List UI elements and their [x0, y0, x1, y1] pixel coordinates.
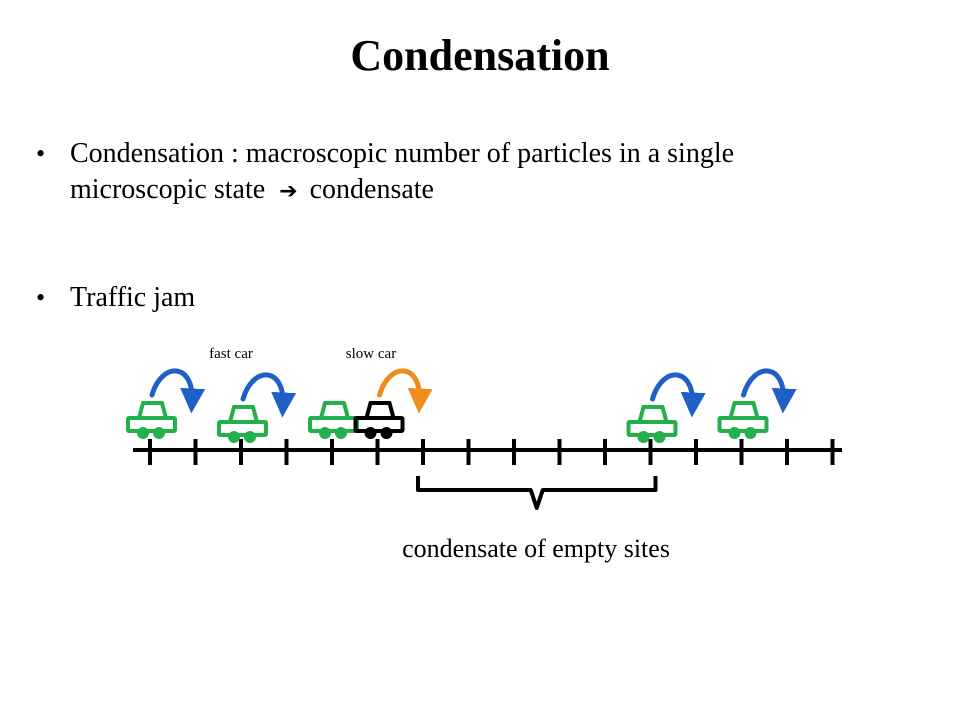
bullet-dot: • [36, 139, 46, 168]
fast-car-label: fast car [209, 346, 253, 362]
bullet-condensation: • Condensation : macroscopic number of p… [30, 136, 910, 210]
fast-hop-arrow-icon [741, 368, 797, 414]
bullet-dot: • [36, 283, 46, 312]
bullet-list: • Condensation : macroscopic number of p… [30, 136, 910, 316]
fast-car-icon [717, 401, 769, 439]
fast-hop-arrow-icon [240, 372, 297, 418]
bullet-line-1: Condensation : macroscopic number of par… [70, 138, 735, 169]
bullet-traffic-jam: • Traffic jam [30, 280, 910, 316]
slow-hop-arrow-icon [377, 368, 433, 414]
cars [126, 401, 769, 443]
right-arrow-icon: ➔ [279, 179, 298, 204]
bullet-line-2: microscopic state ➔ condensate [70, 172, 910, 210]
slow-car-icon [353, 401, 405, 439]
bullet-line-2-before: microscopic state [70, 174, 266, 205]
fast-car-icon [126, 401, 177, 439]
condensate-brace [416, 476, 658, 510]
slide-title: Condensation [350, 31, 610, 80]
bullet-text: Traffic jam [70, 282, 196, 313]
fast-car-icon [626, 405, 678, 443]
fast-hop-arrow-icon [650, 372, 706, 418]
slow-car-label: slow car [346, 346, 396, 362]
fast-hop-arrow-icon [149, 368, 206, 414]
fast-car-icon [217, 405, 268, 443]
fast-car-icon [308, 401, 359, 439]
condensate-label: condensate of empty sites [402, 534, 670, 563]
hop-arrows [149, 368, 797, 418]
bullet-line-2-after: condensate [309, 174, 434, 205]
track [133, 439, 842, 465]
